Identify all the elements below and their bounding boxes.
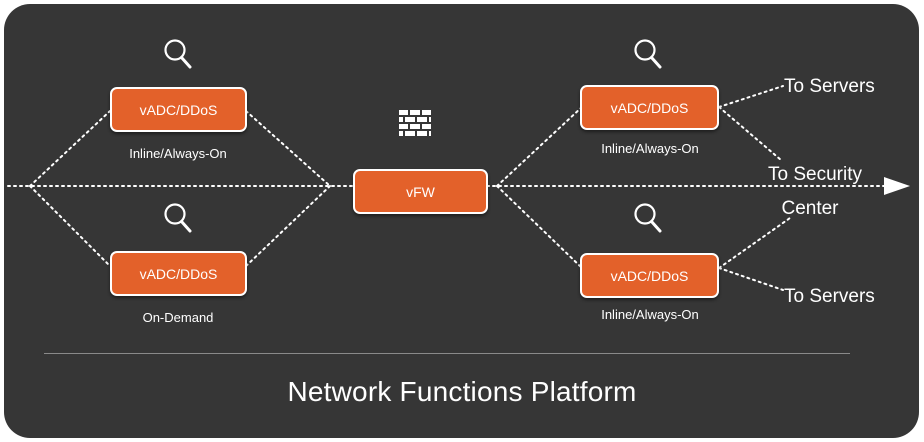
magnifier-icon xyxy=(164,203,192,233)
magnifier-icon xyxy=(634,39,662,69)
mode-caption: On-Demand xyxy=(142,310,214,325)
vadc-ddos-node-egress-bottom: vADC/DDoS xyxy=(580,253,719,298)
mode-caption: Inline/Always-On xyxy=(129,146,227,161)
magnifier-icon xyxy=(164,39,192,69)
destination-security-center-line2: Center xyxy=(781,198,839,219)
platform-panel xyxy=(4,4,919,438)
destination-security-center-line1: To Security xyxy=(768,164,862,185)
platform-title: Network Functions Platform xyxy=(287,376,637,407)
node-label: vADC/DDoS xyxy=(139,265,218,282)
vadc-ddos-node-egress-top: vADC/DDoS xyxy=(580,85,719,130)
node-label: vFW xyxy=(406,183,435,200)
divider xyxy=(44,353,850,354)
vfw-node: vFW xyxy=(353,169,488,214)
destination-servers-top: To Servers xyxy=(784,76,875,97)
node-label: vADC/DDoS xyxy=(139,101,218,118)
destination-servers-bottom: To Servers xyxy=(784,286,875,307)
vadc-ddos-node-ingress-inline: vADC/DDoS xyxy=(110,87,247,132)
magnifier-icon xyxy=(634,203,662,233)
mode-caption: Inline/Always-On xyxy=(601,307,699,322)
node-label: vADC/DDoS xyxy=(610,267,689,284)
vadc-ddos-node-ingress-on-demand: vADC/DDoS xyxy=(110,251,247,296)
brick-wall-icon xyxy=(399,110,431,136)
node-label: vADC/DDoS xyxy=(610,99,689,116)
destination-security-center: To Security Center xyxy=(750,163,880,221)
mode-caption: Inline/Always-On xyxy=(601,141,699,156)
